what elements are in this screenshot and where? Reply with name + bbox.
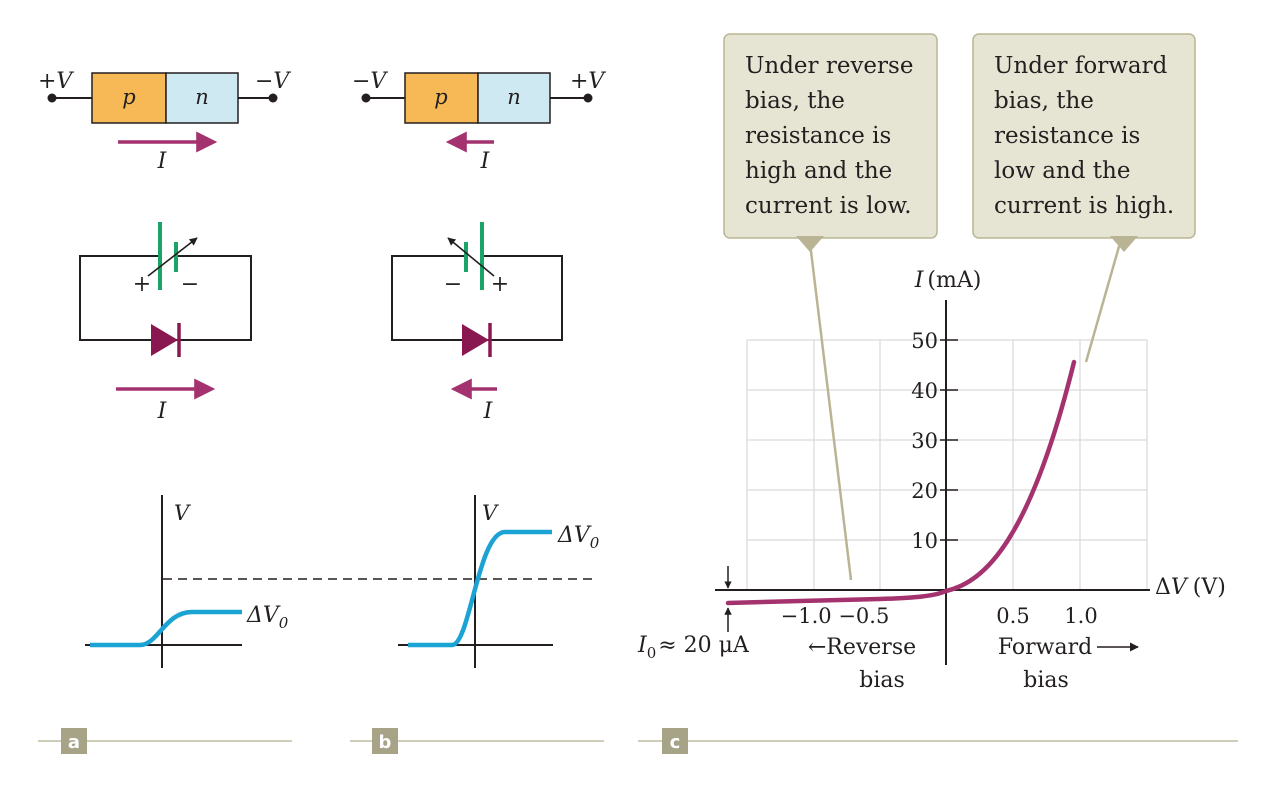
diode-symbol <box>151 324 178 356</box>
pn-junction-a: +V p n −V I <box>38 69 291 174</box>
n-label: n <box>507 85 521 109</box>
panel-tag-box <box>662 728 688 754</box>
panel-a: +V p n −V I + − I <box>38 69 292 754</box>
panel-tag-box <box>372 728 398 754</box>
circuit-wire <box>391 255 563 341</box>
circuit-current-label: I <box>157 399 168 424</box>
callout-forward: Under forward bias, the resistance is lo… <box>972 33 1196 363</box>
y-axis-label: I(mA) <box>914 268 982 293</box>
panel-tag-letter: b <box>379 732 392 753</box>
potential-curve <box>408 529 552 648</box>
current-label: I <box>480 149 491 174</box>
callout-line: Under reverse <box>745 53 913 79</box>
callout-reverse: Under reverse bias, the resistance is hi… <box>723 33 938 581</box>
potential-graph-a: V ΔV0 <box>85 495 289 668</box>
callout-box <box>723 33 938 239</box>
y-tick-50: 50 <box>911 329 938 353</box>
callout-line: low and the <box>994 158 1130 184</box>
y-tick-40: 40 <box>911 379 938 403</box>
callout-line: current is low. <box>745 193 912 219</box>
n-label: n <box>195 85 209 109</box>
callout-box <box>972 33 1196 239</box>
forward-bias-line2: bias <box>1023 668 1069 693</box>
potential-curve <box>90 609 242 648</box>
x-tick-1-0: 1.0 <box>1064 604 1097 628</box>
circuit-b: − + I <box>391 222 563 424</box>
delta-v-label: ΔV0 <box>557 523 600 552</box>
pn-junction-b: −V p n +V I <box>352 69 606 174</box>
variable-arrow <box>147 237 198 277</box>
left-terminal-label: +V <box>38 69 74 94</box>
circuit-wire <box>79 255 252 341</box>
callout-line: Under forward <box>994 53 1168 79</box>
right-terminal-dot <box>268 93 278 103</box>
callout-tail <box>1110 236 1138 252</box>
n-region <box>165 72 239 124</box>
variable-arrow <box>447 237 495 277</box>
left-terminal-label: −V <box>352 69 388 94</box>
saturation-label: I0≈ 20 μA <box>637 633 750 662</box>
panel-tag-b: b <box>350 728 604 754</box>
current-label: I <box>157 149 168 174</box>
callout-line: bias, the <box>745 88 845 114</box>
y-ticks: 50 40 30 20 10 <box>911 329 958 553</box>
right-terminal-label: +V <box>570 69 606 94</box>
panel-b: −V p n +V I − + I <box>350 69 606 754</box>
right-terminal-label: −V <box>255 69 291 94</box>
graph-axis-label: V <box>174 501 191 525</box>
x-tick-0-5: 0.5 <box>996 604 1029 628</box>
x-axis-label: ΔV(V) <box>1155 575 1226 600</box>
graph-axis-label: V <box>482 501 499 525</box>
callout-line: high and the <box>745 158 892 184</box>
callout-line: resistance is <box>994 123 1140 149</box>
callout-line: resistance is <box>745 123 891 149</box>
delta-v-label: ΔV0 <box>246 603 289 632</box>
panel-tag-c: c <box>638 728 1238 754</box>
battery-plus: + <box>491 272 509 297</box>
battery-plus: + <box>133 272 151 297</box>
battery-minus: − <box>444 272 462 297</box>
iv-curve <box>725 359 1077 606</box>
p-label: p <box>122 85 135 109</box>
y-tick-10: 10 <box>911 529 938 553</box>
forward-bias-line1: Forward <box>998 635 1092 660</box>
callout-tail <box>796 236 824 252</box>
p-label: p <box>434 85 447 109</box>
y-tick-20: 20 <box>911 479 938 503</box>
right-terminal-dot <box>583 93 593 103</box>
callout-pointer <box>808 242 853 581</box>
callout-pointer <box>1084 242 1122 363</box>
diode-symbol <box>462 324 489 356</box>
n-region <box>477 72 551 124</box>
circuit-current-label: I <box>483 399 494 424</box>
battery-minus: − <box>181 272 199 297</box>
potential-graph-b: V ΔV0 <box>398 495 600 668</box>
panel-c: I(mA) ΔV(V) 50 40 30 20 10 −1.0 −0.5 0.5… <box>637 33 1238 754</box>
reverse-bias-line2: bias <box>859 668 905 693</box>
x-ticks-negative: −1.0 −0.5 <box>781 604 890 628</box>
panel-tag-a: a <box>38 728 292 754</box>
panel-tag-letter: c <box>670 732 681 753</box>
callout-line: current is high. <box>994 193 1174 219</box>
callout-line: bias, the <box>994 88 1094 114</box>
panel-tag-box <box>61 728 87 754</box>
reverse-bias-line1: ←Reverse <box>808 635 916 660</box>
y-tick-30: 30 <box>911 429 938 453</box>
panel-tag-letter: a <box>68 732 80 753</box>
p-region <box>404 72 479 124</box>
circuit-a: + − I <box>79 222 252 424</box>
